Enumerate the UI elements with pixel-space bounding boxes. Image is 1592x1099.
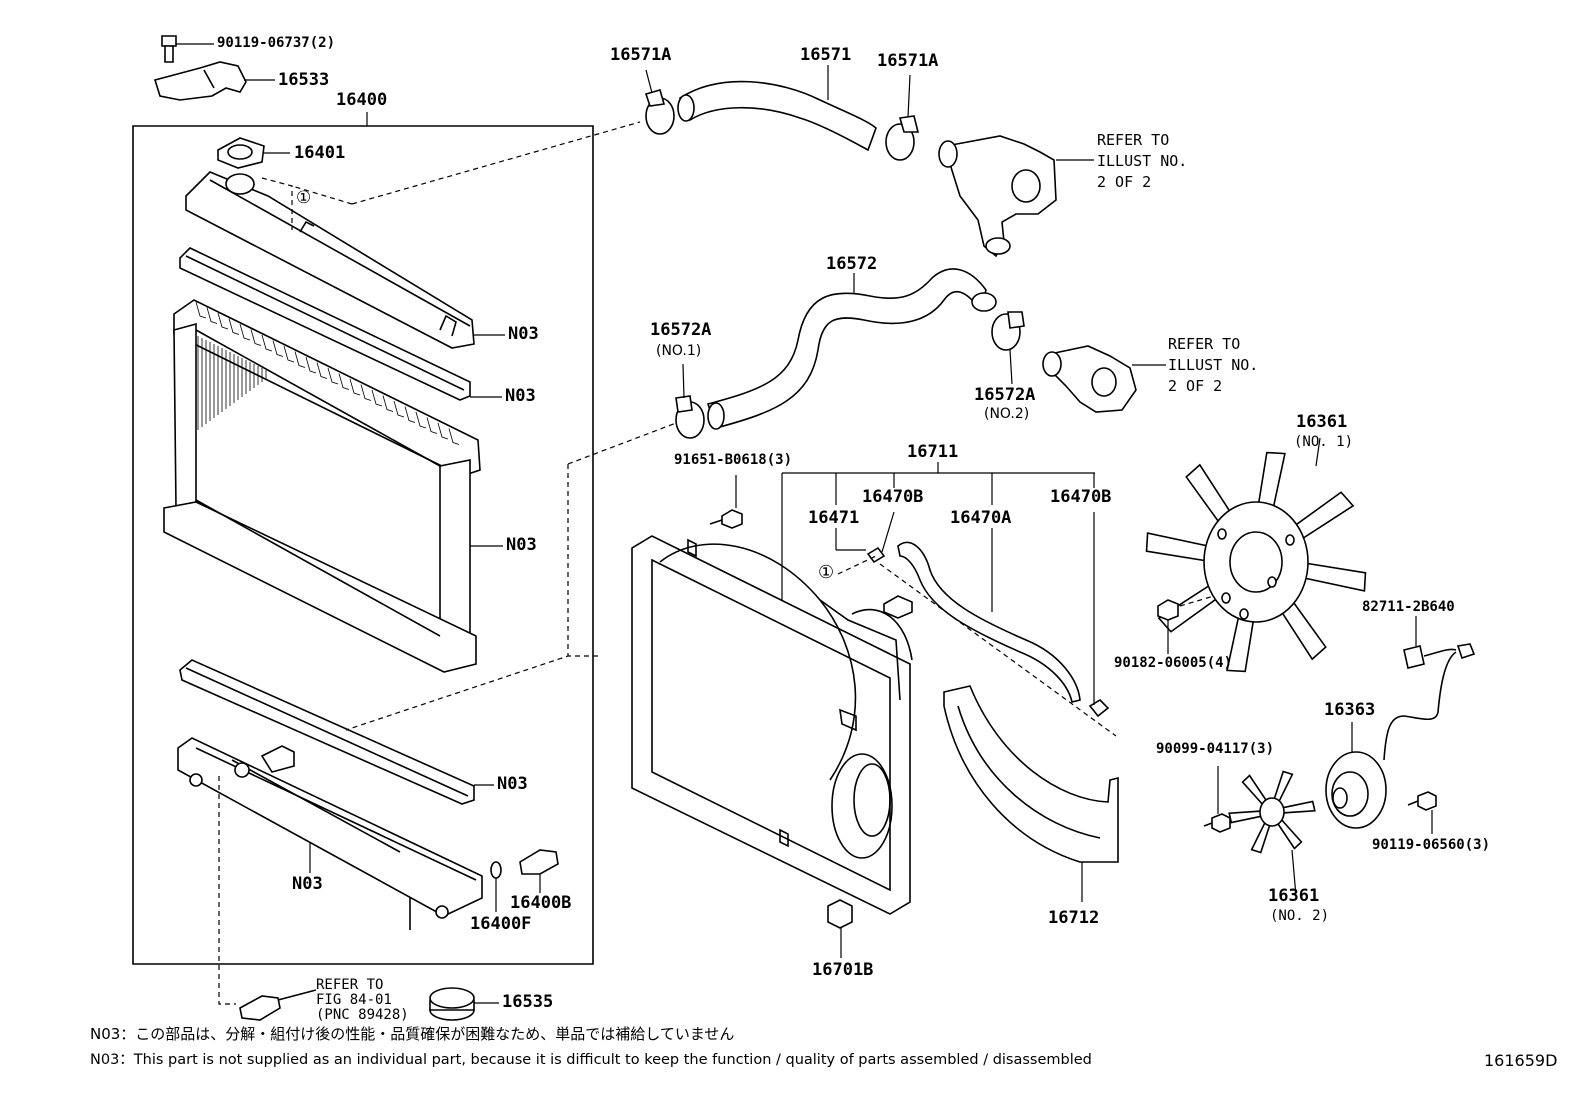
label-n03-core: N03 bbox=[506, 535, 537, 555]
label-82711-2B640: 82711-2B640 bbox=[1362, 599, 1455, 615]
label-n03-lower-tank: N03 bbox=[292, 874, 323, 894]
upper-hose-16571 bbox=[678, 65, 876, 150]
water-inlet-lower bbox=[1043, 346, 1166, 412]
label-90099-04117: 90099-04117(3) bbox=[1156, 741, 1275, 757]
label-16711: 16711 bbox=[907, 442, 959, 462]
screw-90099-04117 bbox=[1204, 766, 1230, 832]
radiator-cap-16401 bbox=[218, 138, 290, 168]
fan-16361-no1 bbox=[1147, 453, 1366, 672]
bracket-16533 bbox=[155, 62, 275, 100]
label-90119-06560: 90119-06560(3) bbox=[1372, 837, 1491, 853]
label-16363: 16363 bbox=[1324, 700, 1376, 720]
label-16470B-left: 16470B bbox=[862, 487, 924, 507]
label-n03-lower-gasket: N03 bbox=[497, 774, 528, 794]
refer-fig-84-01: REFER TO FIG 84-01 (PNC 89428) bbox=[316, 977, 409, 1023]
circle-1-mid-marker: ① bbox=[818, 562, 834, 583]
upper-tank-gasket bbox=[180, 248, 502, 400]
fan-shroud-16711 bbox=[632, 536, 912, 914]
figure-id: 161659D bbox=[1484, 1051, 1558, 1070]
label-16400: 16400 bbox=[336, 90, 388, 110]
drain-cock-16400B bbox=[520, 850, 558, 893]
label-16400F: 16400F bbox=[470, 914, 532, 934]
lower-hose-16572 bbox=[708, 269, 996, 429]
hose-clamp-16572A-no1 bbox=[676, 364, 704, 438]
clip-16471 bbox=[868, 548, 884, 562]
label-16401: 16401 bbox=[294, 143, 346, 163]
water-outlet-upper bbox=[939, 136, 1094, 256]
label-16572: 16572 bbox=[826, 254, 878, 274]
radiator-assembly-boundary bbox=[133, 126, 593, 964]
label-n03-upper-gasket: N03 bbox=[505, 386, 536, 406]
radiator-core bbox=[164, 300, 503, 672]
note-n03-japanese: N03：この部品は、分解・組付け後の性能・品質確保が困難なため、単品では補給して… bbox=[90, 1025, 735, 1043]
bolt-90119-06737 bbox=[162, 36, 214, 62]
connector-82711-2B640 bbox=[1384, 616, 1474, 760]
label-16572A-no1: 16572A bbox=[650, 320, 712, 340]
circle-1-top-marker: ① bbox=[296, 188, 312, 208]
label-no1-clamp: (NO.1) bbox=[656, 343, 702, 359]
label-90119-06737: 90119-06737(2) bbox=[217, 35, 336, 51]
label-16361-no2: 16361 bbox=[1268, 886, 1320, 906]
bolt-91651-B0618 bbox=[710, 475, 742, 528]
radiator-upper-tank bbox=[186, 172, 505, 348]
label-no1-fan: (NO. 1) bbox=[1294, 434, 1354, 450]
bolt-90119-06560 bbox=[1408, 792, 1436, 834]
hose-clamp-16571A-left bbox=[646, 70, 674, 134]
refer-illust-upper: REFER TO ILLUST NO. 2 OF 2 bbox=[1097, 131, 1188, 191]
label-16701B: 16701B bbox=[812, 960, 874, 980]
label-16571A-left: 16571A bbox=[610, 45, 672, 65]
label-16535: 16535 bbox=[502, 992, 554, 1012]
hose-clamp-16571A-right bbox=[886, 75, 918, 160]
o-ring-16400F bbox=[491, 862, 501, 912]
label-16712: 16712 bbox=[1048, 908, 1100, 928]
leader-bracket-16711 bbox=[782, 462, 1095, 705]
label-16470B-right: 16470B bbox=[1050, 487, 1112, 507]
label-no2-clamp: (NO.2) bbox=[984, 406, 1030, 422]
lower-tank-gasket bbox=[180, 660, 494, 804]
label-no2-fan: (NO. 2) bbox=[1270, 908, 1330, 924]
hose-clamp-16572A-no2 bbox=[992, 312, 1024, 384]
label-16571A-right: 16571A bbox=[877, 51, 939, 71]
label-16400B: 16400B bbox=[510, 893, 572, 913]
radiator-lower-tank bbox=[178, 738, 482, 930]
clip-16470B-right bbox=[1090, 700, 1108, 716]
note-n03-english: N03：This part is not supplied as an indi… bbox=[90, 1052, 1092, 1068]
overflow-hose-16470A bbox=[898, 542, 1080, 702]
temperature-sensor bbox=[240, 990, 316, 1020]
shroud-16712 bbox=[944, 686, 1118, 902]
label-90182-06005: 90182-06005(4) bbox=[1114, 655, 1233, 671]
fan-motor-16363 bbox=[1326, 722, 1386, 828]
refer-illust-lower: REFER TO ILLUST NO. 2 OF 2 bbox=[1168, 335, 1259, 395]
bolt-90182-06005 bbox=[1158, 600, 1178, 654]
label-16571: 16571 bbox=[800, 45, 852, 65]
clip-16701B bbox=[828, 900, 852, 958]
label-16471: 16471 bbox=[808, 508, 860, 528]
label-n03-upper-tank: N03 bbox=[508, 324, 539, 344]
label-16470A: 16470A bbox=[950, 508, 1012, 528]
label-91651-B0618: 91651-B0618(3) bbox=[674, 452, 793, 468]
label-16533: 16533 bbox=[278, 70, 330, 90]
fan-16361-no2 bbox=[1229, 772, 1315, 853]
label-16572A-no2: 16572A bbox=[974, 385, 1036, 405]
plug-16535 bbox=[430, 988, 499, 1020]
label-16361-no1: 16361 bbox=[1296, 412, 1348, 432]
